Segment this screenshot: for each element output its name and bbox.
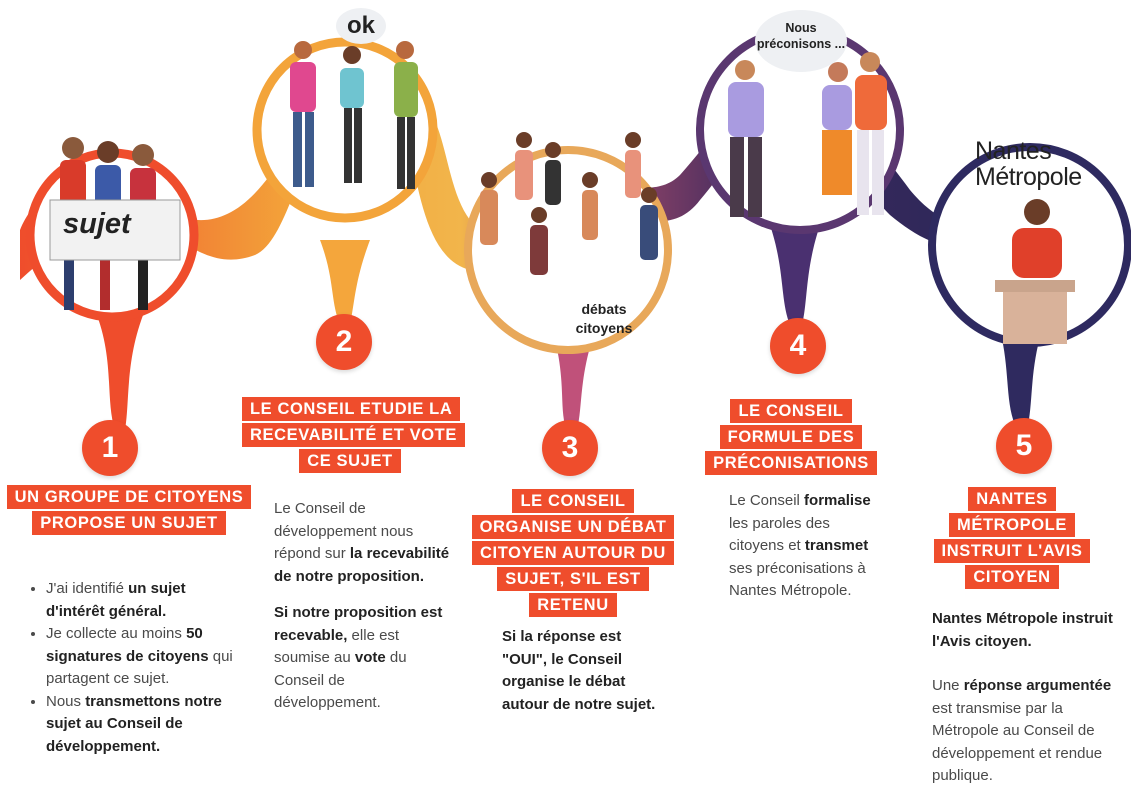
- para-text: les paroles des citoyens et: [729, 514, 830, 555]
- para-bold-text: formalise: [804, 492, 871, 509]
- step-2-paragraph-1: Le Conseil de développement nous répond …: [274, 498, 454, 588]
- people-recommending-illustration: [728, 52, 887, 217]
- step-4-paragraph-1: Le Conseil formalise les paroles des cit…: [729, 490, 889, 603]
- step-5-title-text: NANTES MÉTROPOLE INSTRUIT L'AVIS CITOYEN: [933, 487, 1091, 589]
- step-2-paragraph-2: Si notre proposition est recevable, elle…: [274, 602, 454, 715]
- step-3-title-text: LE CONSEIL ORGANISE UN DÉBAT CITOYEN AUT…: [471, 489, 675, 617]
- step-3-title: LE CONSEIL ORGANISE UN DÉBAT CITOYEN AUT…: [470, 488, 676, 618]
- para-bold-text: Si notre proposition est recevable,: [274, 604, 443, 644]
- para-text: Le Conseil de développement nous répond …: [274, 500, 414, 562]
- step-3-number: 3: [542, 420, 598, 476]
- step-1-bullet: Nous transmettons notre sujet au Conseil…: [46, 691, 243, 759]
- para-bold-text: Nantes Métropole instruit l'Avis citoyen…: [932, 610, 1113, 650]
- citizens-with-sign-illustration: [49, 137, 181, 310]
- preconisons-speech-bubble: Nous préconisons ...: [755, 10, 847, 72]
- bullet-text: qui partagent ce sujet.: [46, 647, 233, 688]
- para-bold-text: réponse argumentée: [963, 677, 1112, 694]
- step-5-title: NANTES MÉTROPOLE INSTRUIT L'AVIS CITOYEN: [924, 486, 1100, 590]
- step-1-bullet: J'ai identifié un sujet d'intérêt généra…: [46, 578, 243, 623]
- para-bold-text: transmet: [804, 537, 869, 554]
- step-2-title: LE CONSEIL ETUDIE LA RECEVABILITÉ ET VOT…: [242, 396, 465, 474]
- ok-speech-bubble: ok: [336, 8, 386, 44]
- para-text: est transmise par la Métropole au Consei…: [932, 699, 1103, 785]
- bullet-text: J'ai identifié: [46, 580, 129, 597]
- speaker-at-podium-illustration: [995, 199, 1075, 344]
- debats-citoyens-caption: débats citoyens: [575, 301, 633, 336]
- step-1-title-text: UN GROUPE DE CITOYENS PROPOSE UN SUJET: [6, 485, 252, 535]
- bullet-bold-text: un sujet d'intérêt général.: [46, 580, 186, 620]
- para-text: elle est soumise au: [274, 626, 400, 667]
- step-1-bullet-list: J'ai identifié un sujet d'intérêt généra…: [28, 578, 243, 758]
- step-5-paragraph-2: Une réponse argumentée est transmise par…: [932, 675, 1117, 788]
- ok-bubble-text: ok: [346, 12, 375, 39]
- nantes-metropole-logo: Nantes Métropole: [975, 138, 1082, 190]
- step-4-description: Le Conseil formalise les paroles des cit…: [729, 490, 889, 617]
- sujet-sign-label: sujet: [63, 208, 131, 240]
- step-1-number: 1: [82, 420, 138, 476]
- logo-line-2: Métropole: [975, 163, 1082, 191]
- bullet-bold-text: transmettons notre sujet au Conseil de d…: [46, 692, 222, 755]
- step-5-paragraph-1: Nantes Métropole instruit l'Avis citoyen…: [932, 608, 1117, 653]
- bullet-text: Nous: [46, 692, 86, 710]
- step-5-description: Nantes Métropole instruit l'Avis citoyen…: [932, 608, 1117, 802]
- three-people-talking-illustration: [290, 41, 418, 189]
- step-2-description: Le Conseil de développement nous répond …: [274, 498, 454, 729]
- step-2-title-text: LE CONSEIL ETUDIE LA RECEVABILITÉ ET VOT…: [242, 397, 465, 473]
- step-1-description: J'ai identifié un sujet d'intérêt généra…: [28, 578, 243, 758]
- citizens-debate-illustration: [480, 132, 658, 275]
- bullet-bold-text: 50 signatures de citoyens: [46, 625, 209, 665]
- para-text: Une: [932, 677, 964, 694]
- para-bold-text: Si la réponse est "OUI", le Conseil orga…: [502, 628, 656, 713]
- bullet-text: Je collecte au moins: [46, 625, 187, 642]
- para-bold-text: la recevabilité de notre proposition.: [274, 545, 450, 585]
- step-4-title: LE CONSEIL FORMULE DES PRÉCONISATIONS: [693, 398, 889, 476]
- logo-line-1: Nantes: [975, 137, 1052, 165]
- para-text: Le Conseil: [729, 492, 805, 509]
- step-1-title: UN GROUPE DE CITOYENS PROPOSE UN SUJET: [6, 484, 252, 536]
- step-5-number: 5: [996, 418, 1052, 474]
- para-text: ses préconisations à Nantes Métropole.: [729, 559, 866, 600]
- para-text: du Conseil de développement.: [274, 649, 407, 711]
- para-bold-text: vote: [354, 649, 386, 666]
- step-3-paragraph-1: Si la réponse est "OUI", le Conseil orga…: [502, 626, 662, 716]
- step-4-title-text: LE CONSEIL FORMULE DES PRÉCONISATIONS: [705, 399, 877, 475]
- step-1-bullet: Je collecte au moins 50 signatures de ci…: [46, 623, 243, 691]
- step-4-number: 4: [770, 318, 826, 374]
- step-3-description: Si la réponse est "OUI", le Conseil orga…: [502, 626, 662, 730]
- preconisons-bubble-text: Nous préconisons ...: [756, 21, 846, 51]
- step-2-number: 2: [316, 314, 372, 370]
